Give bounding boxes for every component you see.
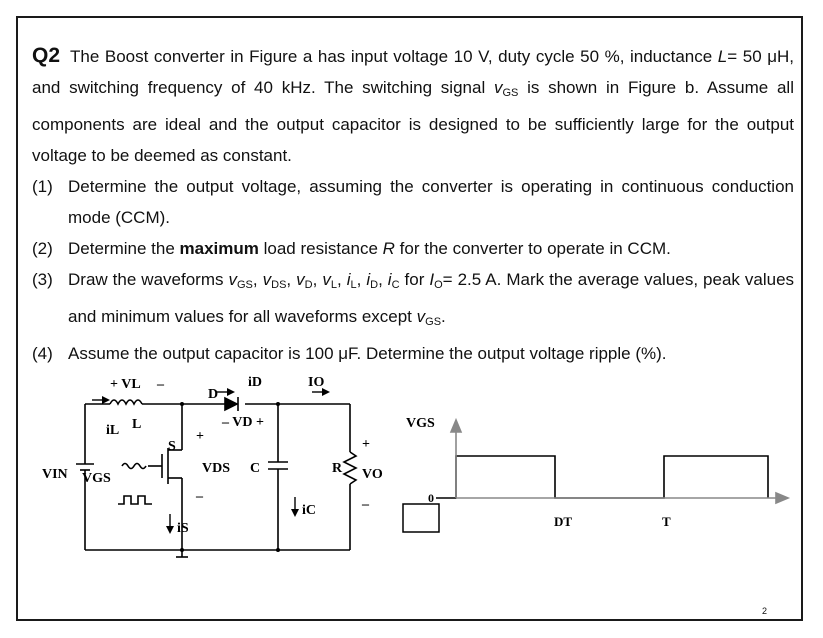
label-vl-plus: + VL <box>110 377 141 392</box>
label-t: T <box>662 514 671 529</box>
question-part-3: (3) Draw the waveforms vGS, vDS, vD, vL,… <box>32 270 795 328</box>
waveform-symbol: vD, <box>296 270 323 291</box>
label-vo-minus: – <box>361 497 370 512</box>
label-vgs-axis: VGS <box>406 416 435 431</box>
label-vin: VIN <box>42 467 68 482</box>
boost-converter-circuit: VIN + VL – iL L D iD – VD + S + VDS – VG… <box>42 375 383 558</box>
label-il: iL <box>106 423 119 438</box>
label-vo-plus: + <box>362 437 370 452</box>
label-vds-minus: – <box>195 489 204 504</box>
label-d: D <box>208 387 218 402</box>
answer-box[interactable] <box>402 503 440 533</box>
question-part-2: (2) Determine the maximum load resistanc… <box>32 239 671 258</box>
waveform-symbol: iL, <box>346 270 367 291</box>
label-vds: VDS <box>202 461 230 476</box>
label-zero: 0 <box>428 491 434 505</box>
waveform-symbol: iC <box>387 270 400 291</box>
page-frame <box>16 16 803 621</box>
label-io: IO <box>308 375 324 390</box>
label-vo: VO <box>362 467 383 482</box>
waveform-symbol: vL, <box>322 270 347 291</box>
label-vl-minus: – <box>156 377 165 392</box>
label-vd: – VD + <box>221 415 264 430</box>
waveform-list: vGS, vDS, vD, vL, iL, iD, iC <box>228 270 400 291</box>
question-part-4: (4) Assume the output capacitor is 100 μ… <box>32 344 667 363</box>
page-number: 2 <box>762 606 768 616</box>
question-number: Q2 <box>32 44 61 67</box>
label-c: C <box>250 461 260 476</box>
label-dt: DT <box>554 514 572 529</box>
vgs-waveform: VGS 0 DT T <box>402 416 791 533</box>
label-s: S <box>168 439 176 454</box>
label-ic: iC <box>302 503 316 518</box>
waveform-symbol: vGS, <box>228 270 263 291</box>
label-id: iD <box>248 375 262 390</box>
waveform-symbol: iD, <box>366 270 388 291</box>
question-part-1: (1) Determine the output voltage, assumi… <box>32 177 794 227</box>
waveform-symbol: vDS, <box>262 270 297 291</box>
label-vgs: VGS <box>82 471 111 486</box>
label-is: iS <box>177 521 189 536</box>
label-vds-plus: + <box>196 429 204 444</box>
label-r: R <box>332 461 343 476</box>
label-l: L <box>132 417 141 432</box>
